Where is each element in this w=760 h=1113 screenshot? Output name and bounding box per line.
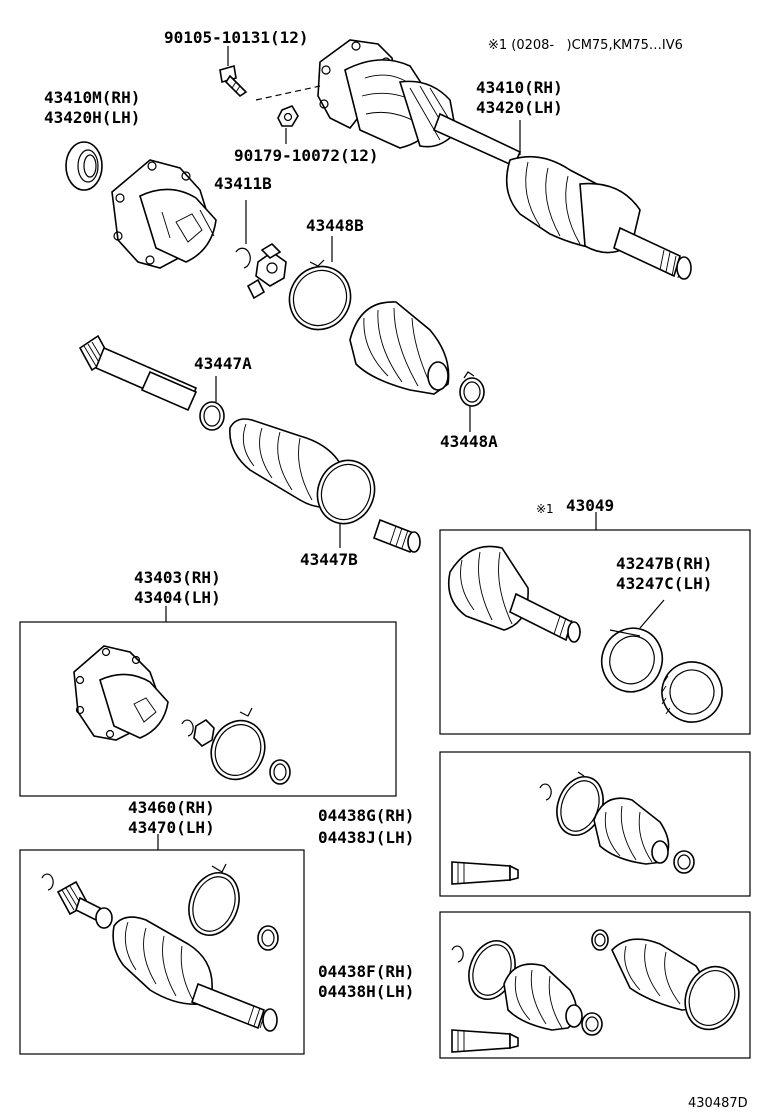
snap-ring-part	[235, 200, 251, 269]
label-bearing-lh: 43247C(LH)	[616, 574, 713, 593]
inner-boot-part	[349, 301, 450, 395]
label-bolt: 90105-10131(12)	[164, 28, 309, 47]
boot-band-47b-part	[316, 459, 376, 548]
boot-band-b-part	[288, 236, 352, 331]
label-joint-rh: 43460(RH)	[128, 798, 215, 817]
label-boot-kit1-rh: 04438G(RH)	[318, 806, 415, 825]
inboard-kit-box	[19, 606, 397, 797]
label-shaft-rh: 43410(RH)	[476, 78, 563, 97]
label-seal-lh: 43420H(LH)	[44, 108, 141, 127]
label-seal-rh: 43410M(RH)	[44, 88, 141, 107]
label-inboard-lh: 43404(LH)	[134, 588, 221, 607]
boot-kit-f-box	[439, 911, 751, 1059]
label-boot-band-b: 43448B	[306, 216, 364, 235]
label-boot-band-47b: 43447B	[300, 550, 358, 569]
applicability-note: ※1 (0208- )CM75,KM75…IV6	[488, 38, 683, 53]
label-outboard-joint: 43049	[566, 496, 615, 515]
label-snap-ring: 43411B	[214, 174, 272, 193]
label-clamp-48a: 43448A	[440, 432, 498, 451]
label-shaft-lh: 43420(LH)	[476, 98, 563, 117]
stub-shaft-part	[373, 518, 421, 554]
label-nut: 90179-10072(12)	[234, 146, 379, 165]
label-inboard-rh: 43403(RH)	[134, 568, 221, 587]
label-boot-kit2-lh: 04438H(LH)	[318, 982, 415, 1001]
intermediate-shaft-part	[78, 334, 198, 412]
tripod-joint-part	[246, 242, 287, 300]
oil-seal-part	[65, 141, 103, 191]
clamp-a-part	[459, 371, 485, 432]
inboard-joint-housing	[111, 159, 217, 269]
outboard-joint-box	[439, 512, 751, 735]
label-joint-lh: 43470(LH)	[128, 818, 215, 837]
label-outboard-mark: ※1	[536, 502, 554, 516]
drive-shaft-assembly	[317, 39, 692, 280]
label-boot-kit2-rh: 04438F(RH)	[318, 962, 415, 981]
bolt-part	[219, 46, 321, 101]
diagram-id: 430487D	[688, 1096, 748, 1111]
joint-assembly-box	[19, 834, 305, 1055]
boot-kit-g-box	[439, 751, 751, 897]
label-boot-kit1-lh: 04438J(LH)	[318, 828, 415, 847]
clamp-47a-part	[199, 376, 225, 431]
label-bearing-rh: 43247B(RH)	[616, 554, 713, 573]
nut-part	[277, 105, 299, 144]
label-clamp-47a: 43447A	[194, 354, 252, 373]
